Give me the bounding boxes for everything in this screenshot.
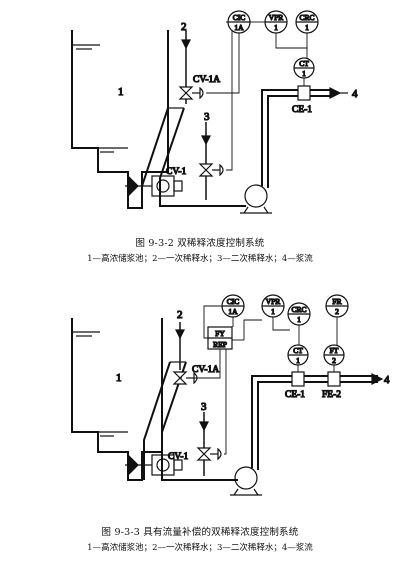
figure-2-caption-title: 图 9-3-3 具有流量补偿的双稀释浓度控制系统 [101, 527, 299, 538]
valve-cv-1 [198, 163, 224, 177]
svg-text:FR: FR [332, 297, 341, 306]
stock-pump [240, 184, 272, 214]
discharge-pipe [251, 375, 378, 468]
ce-1-element [297, 85, 311, 101]
stream-4-label: 4 [352, 88, 358, 100]
flow-arrow [329, 87, 342, 99]
ft-2-bubble: FT 2 [323, 344, 345, 366]
ct-1-bubble: CT 1 [287, 344, 309, 366]
svg-text:CIC: CIC [233, 13, 246, 22]
svg-text:1: 1 [305, 23, 309, 32]
figure-2: 1 2 CV-1A 3 CV-1 [71, 294, 391, 496]
svg-text:CRC: CRC [299, 13, 314, 22]
svg-text:1A: 1A [234, 23, 244, 32]
stream-2-label: 2 [181, 21, 187, 33]
chest-label: 1 [116, 372, 122, 384]
agitator [125, 174, 183, 198]
stream-3-label: 3 [201, 401, 207, 413]
ct-1-bubble: CT 1 [293, 57, 315, 79]
svg-text:1: 1 [274, 23, 278, 32]
svg-text:CRC: CRC [291, 305, 306, 314]
signal-lines [194, 305, 338, 455]
svg-text:2: 2 [332, 356, 336, 365]
chest-outlet-pipe [143, 361, 171, 480]
fe-2-element [327, 371, 341, 387]
svg-text:CIC: CIC [227, 297, 240, 306]
valve-a-label: CV-1A [192, 365, 219, 375]
valve-b-label: CV-1 [168, 452, 188, 462]
valve-b-label: CV-1 [166, 167, 186, 177]
cic-1a-bubble: CIC 1A [221, 294, 245, 318]
stream-2-label: 2 [177, 309, 183, 321]
svg-text:1: 1 [296, 356, 300, 365]
svg-text:CT: CT [299, 59, 309, 68]
crc-1-bubble: CRC 1 [295, 10, 319, 34]
vpr-1-bubble: VPR 1 [264, 10, 288, 34]
svg-text:CT: CT [293, 346, 303, 355]
stream-3-label: 3 [204, 111, 210, 123]
ce-label: CE-1 [285, 390, 305, 400]
figure-1: 1 2 CV-1A 3 [71, 10, 359, 214]
cic-1a-bubble: CIC 1A [227, 10, 251, 34]
fe-label: FE-2 [322, 390, 341, 400]
svg-text:FY: FY [215, 329, 225, 338]
figure-2-caption-legend: 1—高浓储浆池；2—一次稀释水；3—二次稀释水；4—浆流 [87, 543, 313, 553]
figure-1-caption-legend: 1—高浓储浆池；2—一次稀释水；3—二次稀释水；4—浆流 [87, 254, 313, 264]
fy-rep-relay: FY REP [207, 326, 233, 350]
vpr-1-bubble: VPR 1 [261, 294, 285, 318]
valve-cv-1a [178, 86, 204, 100]
svg-text:1: 1 [271, 307, 275, 316]
valve-a-label: CV-1A [193, 75, 220, 85]
svg-text:1: 1 [302, 69, 306, 78]
crc-1-bubble: CRC 1 [287, 302, 311, 326]
ce-label: CE-1 [292, 105, 312, 115]
chest-outlet-pipe [141, 107, 169, 208]
svg-text:REP: REP [213, 340, 227, 349]
valve-cv-1 [196, 447, 222, 461]
storage-chest [71, 30, 169, 209]
svg-text:VPR: VPR [269, 13, 284, 22]
svg-text:VPR: VPR [266, 297, 281, 306]
svg-text:FT: FT [330, 346, 339, 355]
stream-4-label: 4 [384, 374, 390, 386]
storage-chest [71, 318, 163, 481]
figure-1-caption-title: 图 9-3-2 双稀释浓度控制系统 [135, 238, 265, 249]
fr-2-bubble: FR 2 [325, 294, 349, 318]
signal-lines [206, 21, 308, 171]
chest-label: 1 [118, 86, 124, 98]
stock-pump [230, 466, 262, 496]
svg-text:2: 2 [335, 307, 339, 316]
ce-1-element [291, 371, 305, 387]
svg-text:1: 1 [297, 315, 301, 324]
svg-text:1A: 1A [228, 307, 238, 316]
flow-arrow [371, 373, 384, 385]
